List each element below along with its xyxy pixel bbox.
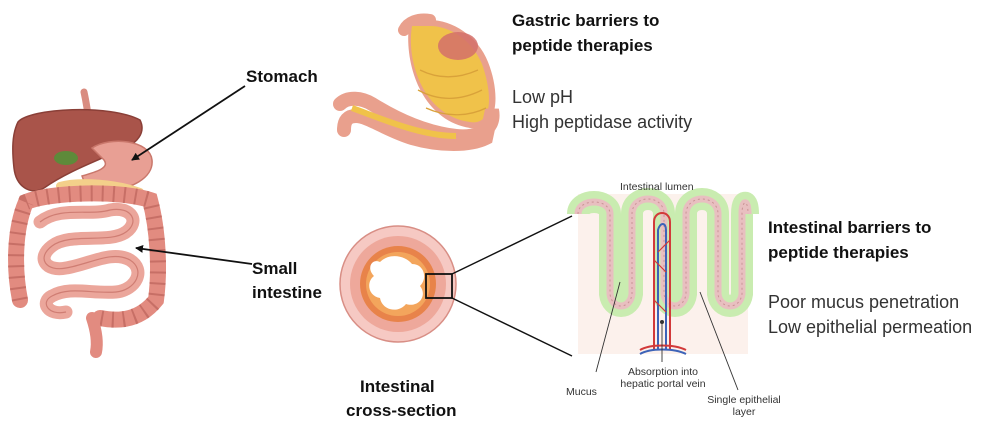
lumen-annotation: Intestinal lumen — [620, 181, 694, 193]
zoom-line-bottom — [452, 298, 572, 356]
gallbladder-shape — [54, 151, 78, 165]
gastric-barrier-item: High peptidase activity — [512, 110, 692, 135]
epithelial-annotation-line2: layer — [696, 406, 792, 418]
intestinal-barrier-item: Low epithelial permeation — [768, 315, 972, 340]
stomach-illustration — [340, 18, 495, 144]
mucus-annotation: Mucus — [566, 386, 597, 398]
intestinal-cross-section-illustration — [340, 226, 456, 342]
gastric-barrier-item: Low pH — [512, 85, 573, 110]
intestinal-title-line2: peptide therapies — [768, 240, 909, 265]
absorption-annotation-line2: hepatic portal vein — [618, 378, 708, 390]
gastric-title-line2: peptide therapies — [512, 33, 653, 58]
small-intestine-shape — [40, 209, 138, 312]
intestinal-title-line1: Intestinal barriers to — [768, 215, 931, 240]
small-intestine-label-line2: intestine — [252, 282, 322, 303]
stomach-arrow — [132, 86, 245, 160]
intestinal-barrier-item: Poor mucus penetration — [768, 290, 959, 315]
small-intestine-label-line1: Small — [252, 258, 297, 279]
cross-section-label-line1: Intestinal — [360, 376, 435, 397]
epithelial-annotation-line1: Single epithelial — [696, 394, 792, 406]
zoom-line-top — [452, 216, 572, 274]
absorption-annotation-line1: Absorption into — [618, 366, 708, 378]
digestive-system-illustration — [13, 92, 158, 352]
cross-section-label-line2: cross-section — [346, 400, 457, 421]
gastric-title-line1: Gastric barriers to — [512, 8, 659, 33]
villi-illustration — [578, 194, 748, 390]
stomach-label: Stomach — [246, 66, 318, 87]
